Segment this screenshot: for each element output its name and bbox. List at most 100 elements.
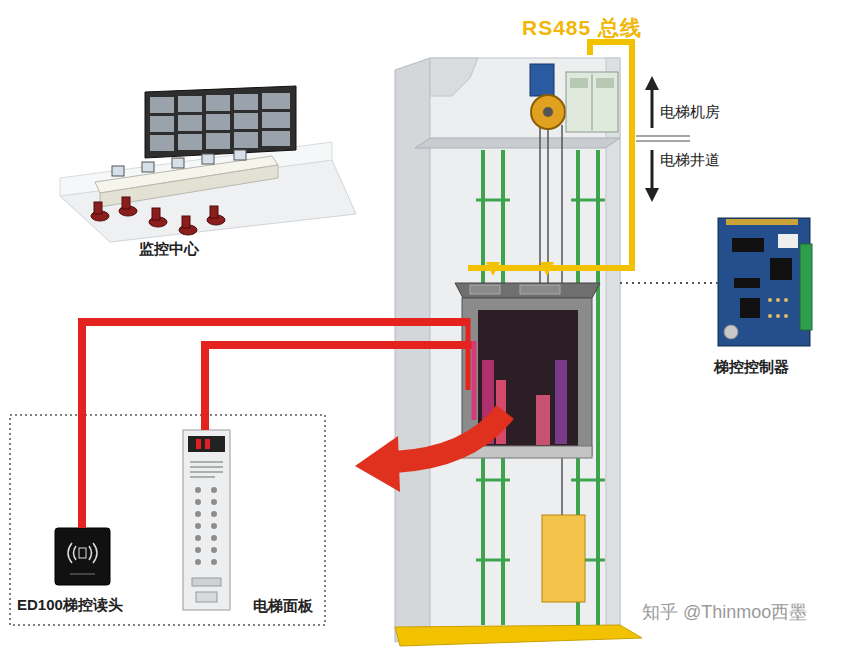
cutaway-wall: [430, 58, 478, 96]
button: [211, 511, 217, 517]
terminal-block: [800, 244, 812, 330]
node-label: 电梯面板: [253, 597, 313, 615]
panel-key: [196, 592, 217, 602]
button: [211, 547, 217, 553]
card-reader: ED100梯控读头: [55, 528, 110, 585]
rope: [539, 125, 541, 284]
button: [195, 523, 201, 529]
traction-motor: [530, 64, 554, 96]
screen: [262, 112, 290, 128]
rope: [547, 125, 549, 284]
label-sticker: [778, 234, 798, 248]
button: [195, 511, 201, 517]
chair-back: [152, 208, 160, 220]
chair-back: [210, 206, 218, 218]
bracket: [571, 199, 605, 202]
elevator-shaft: 电梯井道: [430, 145, 620, 630]
screen: [206, 95, 230, 111]
controller-link: [620, 282, 718, 284]
separator-line: [636, 135, 690, 137]
card-reader: [55, 528, 110, 585]
separator-line: [636, 140, 690, 142]
car-wall-light: [536, 395, 550, 445]
pad: [776, 314, 780, 318]
chip: [740, 298, 760, 318]
display-digit: [205, 439, 210, 449]
button: [195, 499, 201, 505]
chip: [732, 238, 764, 252]
counterweight: [542, 515, 585, 602]
traction-sheave: [531, 95, 565, 129]
screen: [178, 115, 202, 131]
car-wire: [472, 341, 477, 420]
reader-cable: [82, 322, 430, 528]
arrow-body: [395, 412, 505, 462]
group-frame: [10, 415, 325, 625]
pit-base: [395, 625, 642, 646]
up-arrow-head: [645, 76, 659, 90]
screen: [178, 96, 202, 112]
node-label: 电梯井道: [660, 151, 720, 169]
pad: [784, 298, 788, 302]
control-cabinet: [566, 72, 618, 132]
down-arrow-head: [645, 188, 659, 202]
car-wire: [430, 318, 468, 326]
car-wire: [466, 318, 471, 390]
display-digit: [196, 439, 201, 449]
screen: [206, 133, 230, 149]
bracket: [476, 559, 510, 562]
chip: [770, 258, 792, 280]
screen: [262, 131, 290, 146]
pad: [768, 314, 772, 318]
notice-line: [190, 471, 223, 473]
lift-controller: 梯控控制器: [718, 218, 810, 346]
video-wall: [145, 86, 296, 158]
button: [195, 487, 201, 493]
screen: [150, 135, 174, 151]
reader-strip: [70, 574, 95, 575]
controller-board: [718, 218, 812, 346]
monitor: [142, 162, 154, 172]
battery: [724, 325, 738, 339]
panel-display: [188, 436, 225, 452]
reader-body: [55, 528, 110, 585]
monitor: [234, 150, 246, 160]
screen: [234, 94, 258, 110]
elevator-panel: [183, 430, 230, 610]
rail: [596, 150, 600, 625]
rs485-bus: [590, 42, 632, 268]
rf-waves: [89, 543, 97, 563]
pad: [768, 298, 772, 302]
button: [211, 523, 217, 529]
button: [211, 559, 217, 565]
button: [195, 559, 201, 565]
monitoring-center: 监控中心: [55, 80, 355, 265]
chair-back: [122, 197, 130, 209]
node-label: ED100梯控读头: [17, 596, 123, 614]
video-screens: [150, 93, 290, 151]
node-label: 电梯机房: [660, 103, 720, 121]
pad: [784, 314, 788, 318]
cabinet-door-line: [592, 74, 593, 130]
arrow-head: [355, 436, 400, 492]
chip: [734, 278, 760, 288]
level-arrows: [636, 76, 690, 202]
screen: [234, 132, 258, 148]
screen: [150, 97, 174, 113]
elevator-panel: 电梯面板: [183, 430, 230, 610]
panel-cable: [205, 345, 430, 430]
monitor: [172, 158, 184, 168]
screen: [178, 134, 202, 150]
cabinet-panel: [596, 78, 614, 88]
button: [211, 499, 217, 505]
notice-line: [190, 466, 223, 468]
screen: [262, 93, 290, 109]
car-wall-light: [555, 360, 567, 444]
button: [211, 535, 217, 541]
up-arrow-shaft: [651, 88, 654, 128]
bracket: [476, 479, 510, 482]
chair-back: [94, 202, 102, 214]
chairs: [91, 197, 225, 235]
